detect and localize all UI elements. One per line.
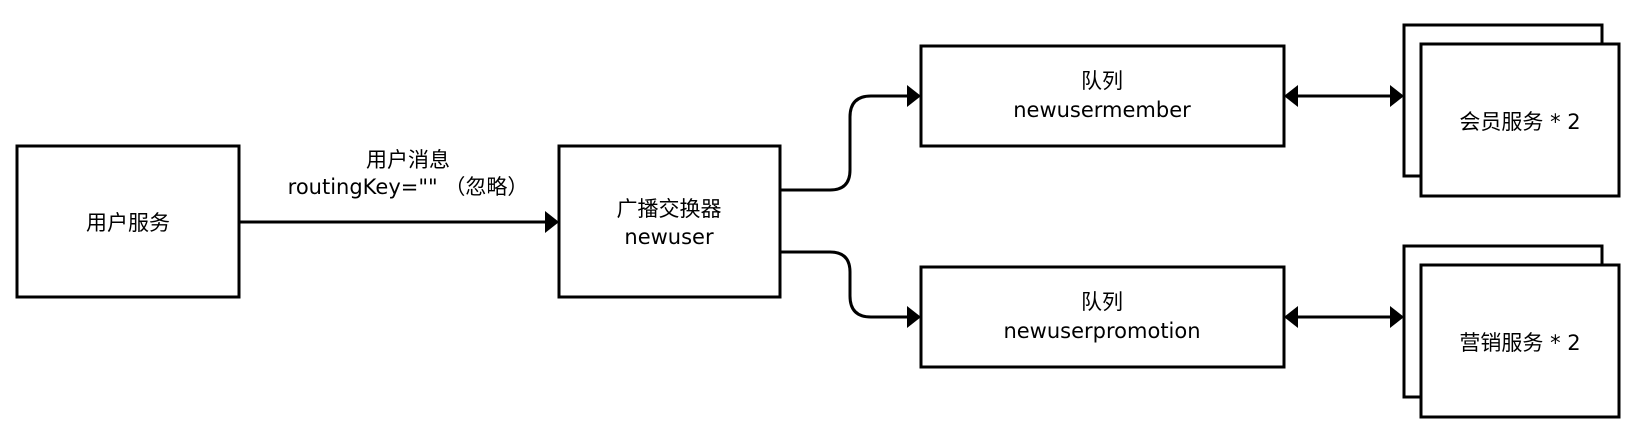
edge-user-to-exchange[interactable] <box>239 211 559 233</box>
user-service-node[interactable]: 用户服务 <box>15 144 241 299</box>
queue-member-label: 队列 <box>1081 69 1123 93</box>
member-service-node[interactable]: 会员服务 * 2 <box>1402 23 1621 198</box>
arrowhead-member-service <box>1390 85 1404 107</box>
exchange-node[interactable]: 广播交换器 newuser <box>557 144 782 299</box>
marketing-service-node[interactable]: 营销服务 * 2 <box>1402 244 1621 419</box>
marketing-service-front-card <box>1419 263 1621 419</box>
queue-member-node[interactable]: 队列 newusermember <box>919 44 1286 148</box>
queue-member-name: newusermember <box>1013 98 1191 122</box>
arrowhead-queue-promotion-back <box>1284 306 1298 328</box>
arrowhead-queue-promotion <box>907 306 921 328</box>
edge-message-label: 用户消息 <box>366 148 450 172</box>
arrowhead-exchange <box>545 211 559 233</box>
edge-queue-member-to-member-service[interactable] <box>1284 85 1404 107</box>
exchange-name: newuser <box>624 225 714 249</box>
member-service-front-card <box>1419 42 1621 198</box>
edge-routing-key-label: routingKey="" （忽略） <box>288 175 529 199</box>
marketing-service-label: 营销服务 * 2 <box>1459 331 1580 355</box>
edge-queue-promotion-to-marketing-service[interactable] <box>1284 306 1404 328</box>
exchange-label: 广播交换器 <box>617 197 722 221</box>
edge-exchange-to-queue-member[interactable] <box>780 85 921 192</box>
arrowhead-queue-member-back <box>1284 85 1298 107</box>
queue-promotion-name: newuserpromotion <box>1003 319 1200 343</box>
user-service-label: 用户服务 <box>86 211 170 235</box>
queue-promotion-label: 队列 <box>1081 290 1123 314</box>
arrowhead-queue-member <box>907 85 921 107</box>
queue-promotion-node[interactable]: 队列 newuserpromotion <box>919 265 1286 369</box>
arrowhead-marketing-service <box>1390 306 1404 328</box>
edge-exchange-to-queue-promotion[interactable] <box>780 250 921 328</box>
member-service-label: 会员服务 * 2 <box>1459 110 1580 134</box>
